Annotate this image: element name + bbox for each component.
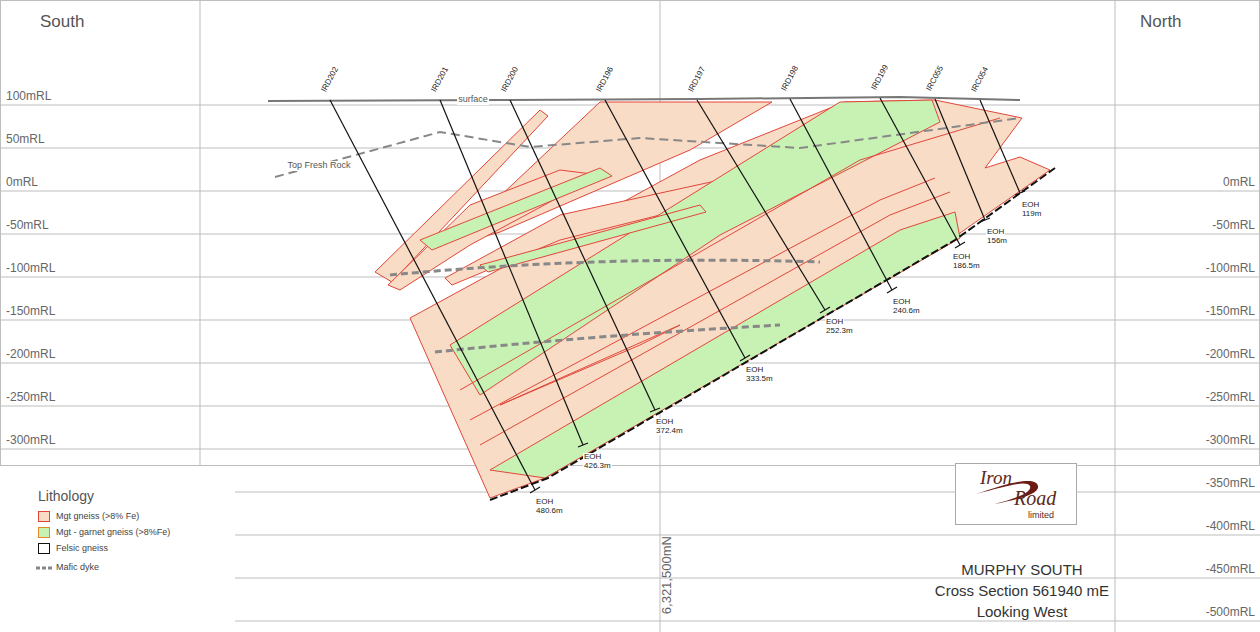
drillhole-name: IRD197 — [687, 66, 708, 94]
surface-label: surface — [457, 95, 489, 105]
elevation-label: -250mRL — [1206, 391, 1255, 404]
hole-depth: 426.3m — [583, 462, 612, 471]
hole-depth: 119m — [1021, 210, 1042, 219]
northing-label: 6,321,500mN — [660, 536, 674, 614]
end-of-hole: EOH — [986, 228, 1005, 237]
elevation-label: -500mRL — [1206, 606, 1255, 619]
elevation-label: 0mRL — [1223, 176, 1255, 189]
legend-swatch — [38, 511, 50, 522]
hole-depth: 156m — [986, 237, 1008, 246]
elevation-label: 50mRL — [6, 133, 45, 146]
end-of-hole: EOH — [655, 418, 674, 427]
legend-text: Mgt - garnet gneiss (>8%Fe) — [56, 528, 170, 538]
legend-text: Mafic dyke — [56, 563, 99, 573]
drillhole-name: IRC055 — [925, 65, 946, 93]
elevation-label: -250mRL — [6, 391, 55, 404]
elevation-label: -50mRL — [6, 219, 49, 232]
elevation-label: -50mRL — [1212, 219, 1255, 232]
elevation-label: -100mRL — [6, 262, 55, 275]
elevation-label: -100mRL — [1206, 262, 1255, 275]
end-of-hole: EOH — [825, 318, 844, 327]
hole-depth: 480.6m — [535, 507, 564, 516]
end-of-hole: EOH — [952, 253, 971, 262]
end-of-hole: EOH — [535, 498, 554, 507]
elevation-label: -150mRL — [1206, 305, 1255, 318]
hole-depth: 252.3m — [825, 327, 854, 336]
legend-swatch — [38, 543, 50, 554]
logo-text: Iron — [980, 468, 1012, 489]
end-of-hole: EOH — [745, 366, 764, 375]
hole-depth: 186.5m — [952, 262, 981, 271]
elevation-label: 0mRL — [6, 176, 38, 189]
legend-heading: Lithology — [38, 489, 94, 504]
end-of-hole: EOH — [583, 453, 602, 462]
legend-text: Mgt gneiss (>8% Fe) — [56, 512, 139, 522]
legend-text: Felsic gneiss — [56, 544, 108, 554]
elevation-label: -200mRL — [6, 348, 55, 361]
direction-label: North — [1140, 13, 1182, 32]
drillhole-name: IRD196 — [595, 66, 616, 94]
legend-swatch — [38, 527, 50, 538]
drillhole-name: IRD201 — [430, 66, 451, 94]
elevation-label: -300mRL — [6, 434, 55, 447]
logo-text: limited — [1028, 511, 1054, 521]
hole-depth: 333.5m — [745, 375, 774, 384]
section-title: MURPHY SOUTH — [961, 562, 1082, 579]
drillhole-name: IRD198 — [780, 65, 801, 93]
logo-text: Road — [1014, 487, 1056, 509]
drillhole-name: IRC054 — [970, 66, 991, 94]
elevation-label: -450mRL — [1206, 563, 1255, 576]
drillhole-name: IRD199 — [870, 64, 891, 92]
hole-depth: 240.6m — [892, 307, 921, 316]
elevation-label: -150mRL — [6, 305, 55, 318]
elevation-label: -350mRL — [1206, 477, 1255, 490]
legend-line-sample — [36, 565, 52, 571]
elevation-label: -200mRL — [1206, 348, 1255, 361]
section-label: Looking West — [977, 604, 1068, 621]
section-label: Cross Section 561940 mE — [935, 583, 1109, 600]
logo-box: IronRoad limited — [955, 463, 1077, 525]
end-of-hole: EOH — [1021, 201, 1040, 210]
drillhole-name: IRD200 — [500, 66, 521, 94]
elevation-label: 100mRL — [6, 90, 51, 103]
drillhole-name: IRD202 — [320, 66, 341, 94]
end-of-hole: EOH — [892, 298, 911, 307]
direction-label: South — [40, 13, 84, 32]
fresh-rock-label: Top Fresh Rock — [286, 161, 351, 171]
elevation-label: -400mRL — [1206, 520, 1255, 533]
elevation-label: -300mRL — [1206, 434, 1255, 447]
hole-depth: 372.4m — [655, 427, 684, 436]
